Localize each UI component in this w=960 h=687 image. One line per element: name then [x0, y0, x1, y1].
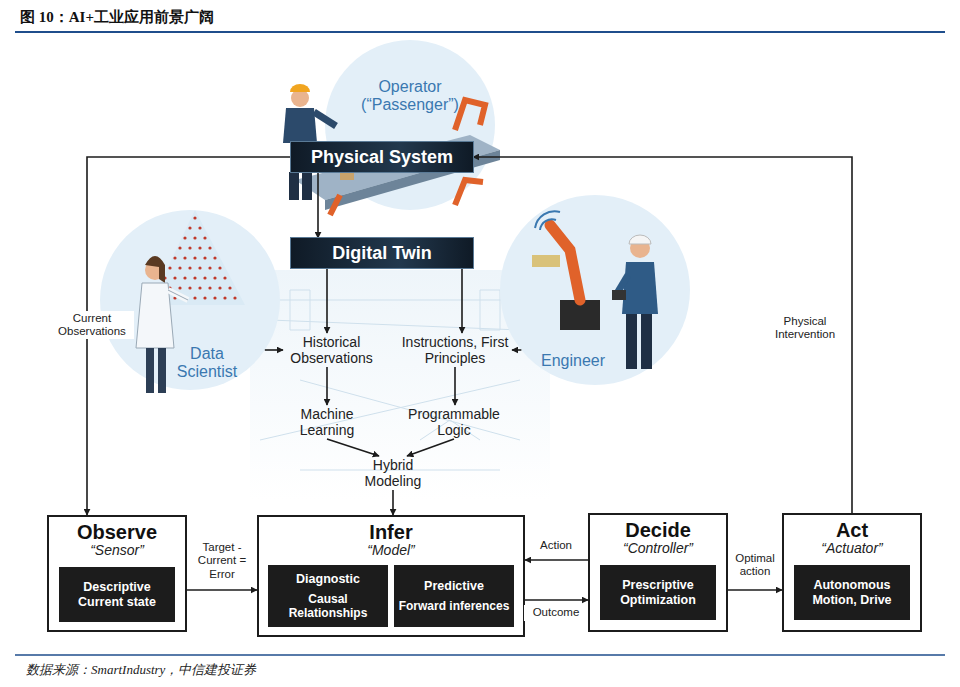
role-circle: Operator (“Passenger”)	[325, 40, 495, 210]
flow-arrow	[327, 439, 379, 456]
node-text: Prescriptive Optimization	[603, 578, 713, 608]
source-caption: 数据来源：SmartIndustry，中信建投证券	[26, 661, 256, 679]
flow-arrow	[187, 589, 257, 591]
process-text: Hybrid Modeling	[354, 456, 432, 490]
node-text: “Model”	[259, 543, 523, 558]
engineer-figure	[612, 235, 658, 369]
flow-arrow	[326, 268, 328, 333]
node-text: Descriptive Current state	[62, 580, 172, 610]
node-text: Programmable Logic	[396, 406, 512, 438]
flow-arrow	[512, 349, 521, 351]
node-text: Historical Observations	[283, 334, 380, 366]
flow-arrow	[317, 172, 319, 238]
flow-arrow	[461, 268, 463, 333]
stage-box: Decide“Controller” Prescriptive Optimizat…	[588, 513, 728, 632]
node-text: Physical System	[311, 147, 453, 168]
flow-arrow	[392, 490, 394, 515]
flow-arrow	[525, 559, 588, 561]
function-box: Prescriptive Optimization	[600, 565, 716, 620]
process-text: Machine Learning	[288, 405, 366, 439]
node-text: Data Scientist	[162, 345, 252, 382]
edge-label: Current Observations	[50, 311, 134, 339]
function-box: PredictiveForward inferences	[394, 565, 514, 627]
caption-rule	[15, 654, 945, 656]
figure-title: 图 10：AI+工业应用前景广阔	[20, 8, 214, 27]
role-circle: Data Scientist	[100, 210, 280, 390]
edge-label: Target - Current = Error	[189, 540, 255, 582]
node-text: Causal Relationships	[271, 592, 385, 621]
node-text: Engineer	[528, 352, 618, 370]
node-text: Act	[784, 519, 920, 541]
process-text: Historical Observations	[283, 333, 380, 367]
wifi-symbol	[535, 211, 560, 230]
node-text: Forward inferences	[399, 599, 510, 613]
node-text: Observe	[49, 521, 185, 543]
scientist-circle	[100, 210, 280, 390]
flow-arrow	[265, 349, 283, 351]
node-text: Hybrid Modeling	[354, 457, 432, 489]
edge-label: Outcome	[524, 605, 588, 620]
node-text: Autonomous Motion, Drive	[797, 578, 907, 608]
node-text: Diagnostic	[296, 572, 360, 587]
function-box: Autonomous Motion, Drive	[794, 565, 910, 620]
node-text: “Controller”	[590, 541, 726, 556]
flow-arrow	[326, 367, 328, 405]
flow-arrow	[525, 599, 588, 601]
function-box: Descriptive Current state	[59, 567, 175, 622]
flow-arrow	[454, 367, 456, 405]
node-text: “Sensor”	[49, 543, 185, 558]
process-text: Programmable Logic	[396, 405, 512, 439]
robot-arm	[532, 225, 600, 330]
title-rule	[15, 31, 945, 33]
node-text: “Actuator”	[784, 541, 920, 556]
node-text: Predictive	[424, 579, 484, 594]
node-text: Digital Twin	[332, 243, 432, 264]
role-circle: Engineer	[500, 195, 690, 385]
flow-arrow	[728, 589, 782, 591]
flow-arrow	[407, 439, 454, 456]
process-text: Instructions, First Principles	[398, 333, 512, 367]
node-text: Instructions, First Principles	[398, 334, 512, 366]
edge-label: Action	[526, 538, 586, 553]
stage-box: Infer“Model” DiagnosticCausal Relationshi…	[257, 515, 525, 637]
stage-box: Act“Actuator” Autonomous Motion, Drive	[782, 513, 922, 632]
node-text: Operator (“Passenger”)	[350, 78, 470, 115]
stage-box: Observe“Sensor” Descriptive Current state	[47, 515, 187, 632]
system-box: Physical System	[291, 142, 473, 172]
flow-arrow	[473, 157, 852, 513]
edge-label: Optimal action	[728, 551, 782, 579]
edge-label: Physical Intervention	[767, 314, 843, 342]
node-text: Decide	[590, 519, 726, 541]
function-box: DiagnosticCausal Relationships	[268, 565, 388, 627]
node-text: Machine Learning	[288, 406, 366, 438]
system-box: Digital Twin	[291, 238, 473, 268]
engineer-circle	[500, 195, 690, 385]
node-text: Infer	[259, 521, 523, 543]
